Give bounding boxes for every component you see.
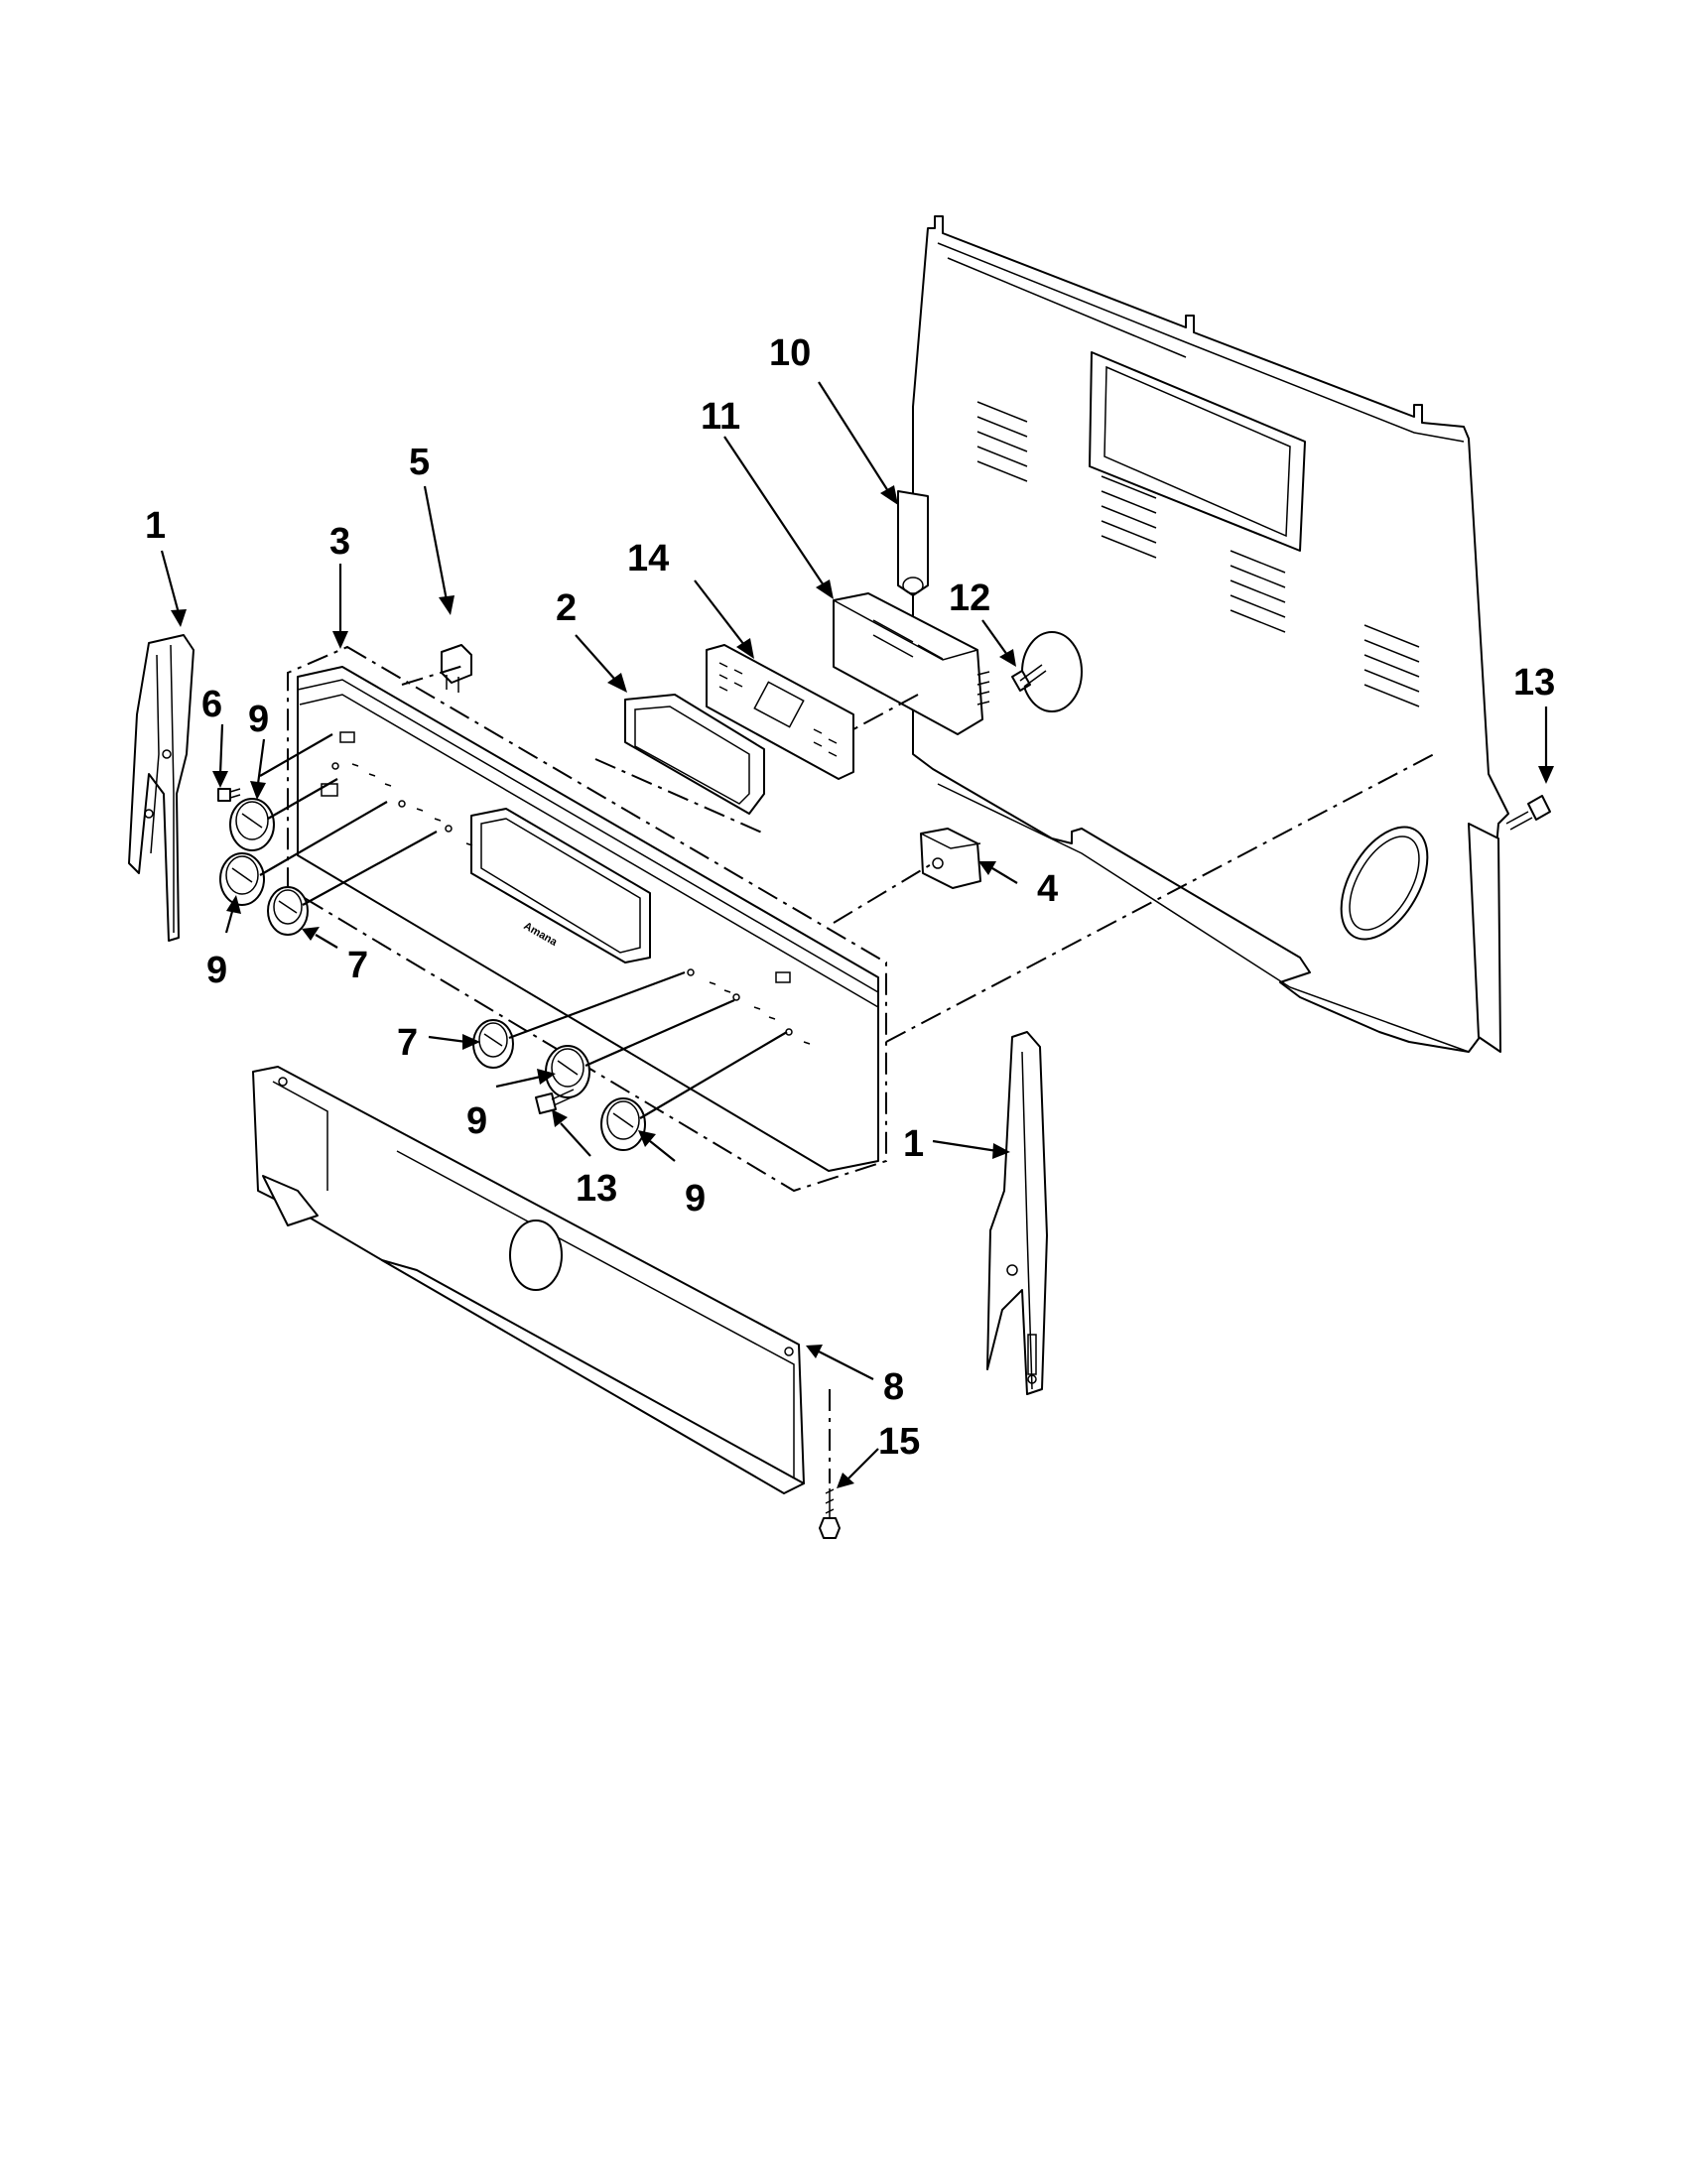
switch [920,828,981,889]
screw-13-right [1505,795,1551,831]
callout-13-right: 13 [1513,662,1555,704]
knob-9-left [219,852,265,906]
callout-5: 5 [409,442,430,483]
touchpad-overlay [706,644,854,780]
assembly-outline-control-panel [287,645,887,1193]
callout-2: 2 [556,587,577,629]
knobs [219,798,646,1151]
callout-9-mid: 9 [466,1100,487,1142]
vent-slots [976,401,1420,707]
screw-6 [217,788,241,802]
callout-numbers: 1 3 5 2 14 11 10 12 13 4 6 9 9 7 7 9 13 … [145,332,1555,1463]
end-cap-left [128,634,195,942]
knob-alignment-lines [259,733,788,1119]
callout-14: 14 [627,538,669,579]
control-panel: Amana [297,666,879,1172]
callout-9-top: 9 [248,699,269,740]
callout-1-left: 1 [145,505,166,547]
knob-9-top [229,798,275,851]
knob-9-bottom [600,1097,646,1151]
callout-8: 8 [883,1366,904,1408]
panel-markings [321,731,811,1045]
control-panel-window [624,694,765,815]
callout-11: 11 [701,396,740,438]
dashed-alignment-lines [401,664,1435,1043]
manifold-panel [252,1066,805,1494]
callout-7-left: 7 [347,945,368,986]
screw-13-bottom [535,1089,577,1114]
leader-lines [160,381,1554,1488]
electronic-control [833,592,990,735]
screw-12 [1011,664,1047,692]
screws [217,664,1551,1539]
callout-1-right: 1 [903,1123,924,1165]
callout-10: 10 [769,332,811,374]
screw-15 [819,1488,841,1539]
callout-9-left: 9 [206,950,227,991]
end-cap-right [986,1031,1048,1395]
knob-7-left [267,886,309,936]
callout-6: 6 [201,684,222,725]
callout-4: 4 [1037,868,1058,910]
back-panel [897,215,1509,1053]
callout-15: 15 [878,1421,920,1463]
knob-7-bottom [472,1019,514,1069]
callout-13-bottom: 13 [576,1168,617,1210]
callout-12: 12 [949,578,990,619]
callout-7-bottom: 7 [397,1022,418,1064]
knob-9-mid [545,1045,590,1098]
callout-3: 3 [329,521,350,563]
callout-9-bottom: 9 [685,1178,706,1220]
